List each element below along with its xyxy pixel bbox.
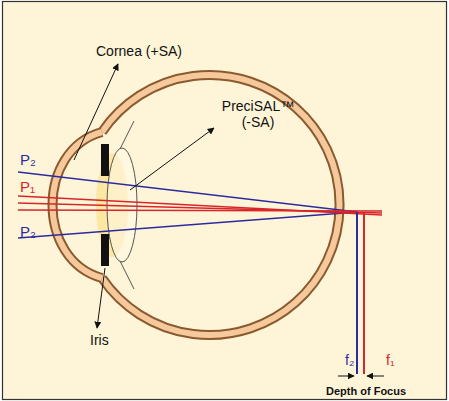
leader-arrow — [130, 128, 214, 190]
leader-arrow — [97, 268, 105, 328]
ray-label: P₂ — [20, 223, 36, 240]
ray-p1 — [18, 210, 382, 211]
part-label: PreciSAL™ (-SA) — [218, 98, 298, 130]
part-label: Iris — [90, 332, 109, 348]
ray-p1 — [18, 196, 382, 215]
sclera — [102, 75, 340, 335]
depth-arrow — [338, 376, 354, 377]
zonule — [120, 261, 134, 289]
depth-arrow — [367, 376, 384, 377]
ray-label: P₂ — [20, 151, 36, 168]
depth-label: Depth of Focus — [326, 385, 406, 398]
part-label: Cornea (+SA) — [96, 43, 182, 59]
ray-p2 — [18, 212, 357, 238]
ray-label: P₁ — [20, 178, 35, 195]
focus-line-f2 — [356, 212, 358, 374]
focus-line-f1 — [363, 212, 365, 374]
iris-lower — [101, 234, 109, 266]
ray-p2 — [18, 172, 357, 212]
iris-upper — [101, 144, 109, 176]
focus-label: f₂ — [345, 352, 354, 368]
leader-arrow — [74, 64, 118, 160]
focus-label: f₁ — [386, 352, 395, 368]
panel — [3, 2, 447, 400]
zonule — [120, 121, 134, 149]
ray-p1 — [18, 203, 382, 213]
sclera-edge — [102, 75, 340, 335]
